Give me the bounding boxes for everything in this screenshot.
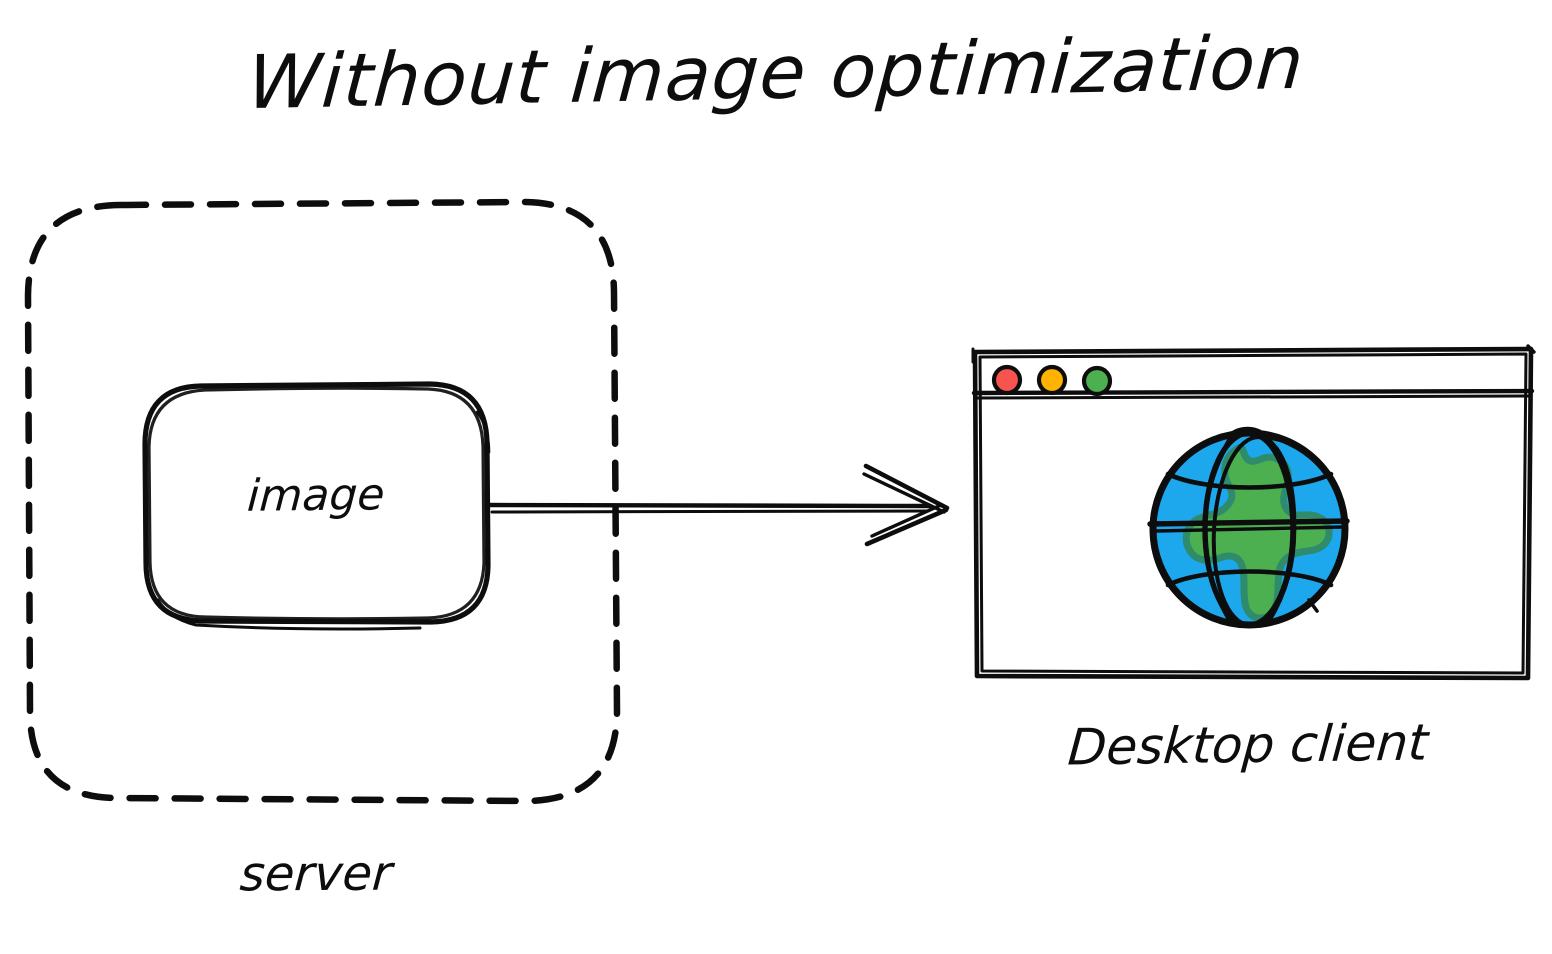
desktop-client-label: Desktop client [1065,713,1431,777]
server-boundary-label: server [238,845,394,903]
image-node-label: image [245,469,387,522]
server-boundary [24,198,621,805]
globe-illustration [1147,426,1350,629]
flow-arrow [484,463,950,547]
maximize-dot[interactable] [1081,365,1113,397]
close-dot[interactable] [991,364,1023,396]
browser-window-frame [971,344,1536,681]
image-node-shape [142,381,491,631]
window-traffic-lights [991,364,1113,397]
minimize-dot[interactable] [1036,364,1068,396]
